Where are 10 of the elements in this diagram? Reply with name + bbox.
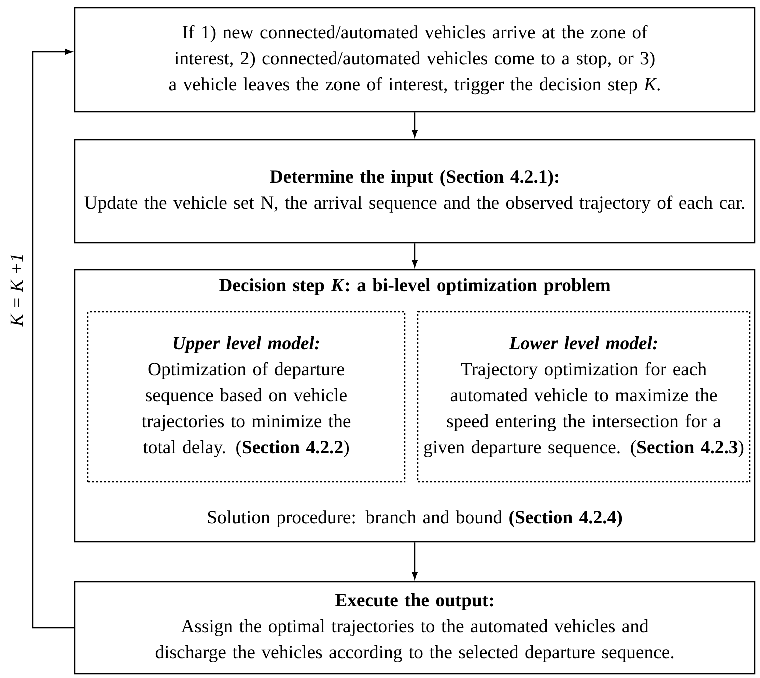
process-box: If 1) new connected/automated vehicles arrive at the zone of interest, 2) connected/automated vehicles come to a stop, or 3) a vehicle leaves the zone of interest, trigger the decision step K. — [74, 7, 756, 113]
dotted-box: Lower level model: Trajectory optimization for each automated vehicle to maximize the speed entering the intersection for a given departure sequence. (Section 4.2.3) — [417, 311, 751, 483]
process-box: Determine the input (Section 4.2.1): Update the vehicle set N, the arrival sequence and the observed trajectory of each car. — [74, 139, 756, 244]
process-box: Execute the output: Assign the optimal trajectories to the automated vehicles and discharge the vehicles according to the selected departure sequence. — [74, 581, 756, 675]
dotted-box: Upper level model: Optimization of departure sequence based on vehicle trajectories to minimize the total delay. (Section 4.2.2) — [87, 311, 406, 483]
arrow — [412, 112, 418, 138]
edge-label: K = K +1 — [10, 255, 24, 327]
arrow — [412, 542, 418, 580]
arrow — [412, 244, 418, 268]
arrow — [32, 49, 74, 629]
